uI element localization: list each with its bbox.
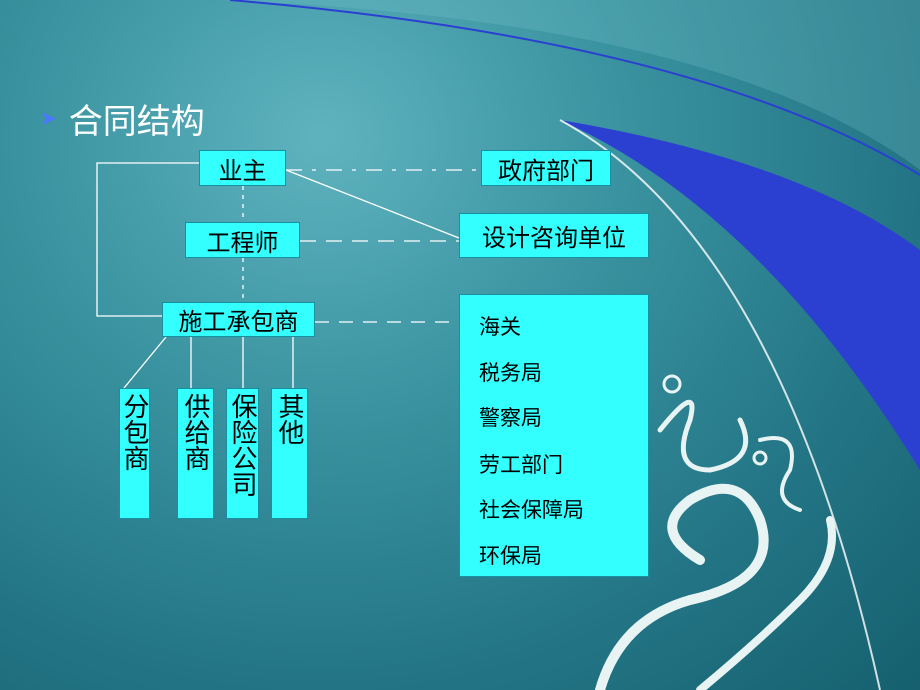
government-box: 政府部门 xyxy=(481,150,611,186)
agencies-box: 海关 税务局 警察局 劳工部门 社会保障局 环保局 xyxy=(459,294,649,577)
line-contractor-sub xyxy=(123,336,167,389)
agency-item: 劳工部门 xyxy=(479,453,563,477)
agency-item: 海关 xyxy=(479,315,521,339)
slide-title: ➤ 合同结构 xyxy=(40,96,205,142)
slide-title-text: 合同结构 xyxy=(68,101,205,142)
agency-item: 环保局 xyxy=(479,544,542,568)
other-box: 其他 xyxy=(271,388,308,519)
bullet-arrow-icon: ➤ xyxy=(40,106,57,130)
engineer-box: 工程师 xyxy=(185,222,300,258)
design-consulting-box: 设计咨询单位 xyxy=(459,213,649,258)
supplier-box: 供给商 xyxy=(177,388,214,519)
insurance-box: 保险公司 xyxy=(226,388,259,519)
line-owner-contractor xyxy=(96,162,199,317)
owner-box: 业主 xyxy=(199,150,286,186)
agency-item: 警察局 xyxy=(479,406,542,430)
agency-item: 税务局 xyxy=(479,361,542,385)
contractor-box: 施工承包商 xyxy=(162,302,315,337)
line-owner-design xyxy=(285,169,460,239)
agency-item: 社会保障局 xyxy=(479,498,584,522)
subcontractor-box: 分包商 xyxy=(119,388,150,519)
